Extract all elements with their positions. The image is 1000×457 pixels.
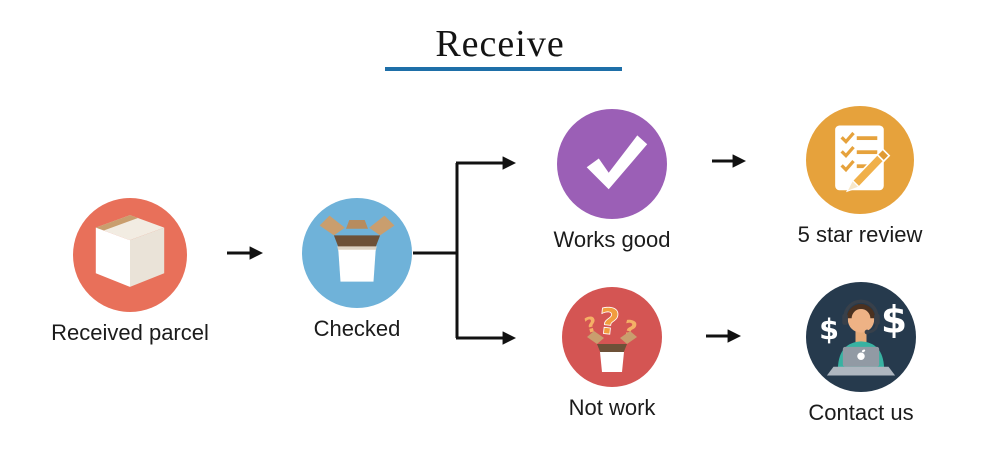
checkmark-icon <box>586 135 648 190</box>
svg-text:$: $ <box>881 298 907 342</box>
node-received-parcel: Received parcel <box>51 198 209 345</box>
page-title: Receive <box>435 23 565 65</box>
node-contact-us: $ $ Contact us <box>806 282 916 425</box>
node-not-work: ? ? ? Not work <box>562 287 662 420</box>
not-work-label: Not work <box>568 395 656 420</box>
title-underline <box>385 67 622 71</box>
node-works-good: Works good <box>554 109 670 252</box>
review-note-pencil-icon <box>835 125 891 193</box>
svg-text:?: ? <box>582 312 600 338</box>
support-agent-icon: $ $ <box>819 298 907 376</box>
contact-us-label: Contact us <box>808 400 914 425</box>
not-work-circle: ? ? ? <box>562 287 662 387</box>
svg-text:$: $ <box>819 312 839 346</box>
question-marks-box-icon: ? ? ? <box>582 301 639 372</box>
node-checked: Checked <box>302 198 412 341</box>
five-star-review-label: 5 star review <box>797 222 923 247</box>
node-five-star-review: 5 star review <box>798 106 922 247</box>
received-parcel-label: Received parcel <box>51 320 209 345</box>
contact-us-circle: $ $ <box>806 282 916 392</box>
five-star-review-circle <box>806 106 914 214</box>
open-box-icon <box>319 215 395 282</box>
works-good-label: Works good <box>553 227 671 252</box>
works-good-circle <box>557 109 667 219</box>
received-parcel-circle <box>73 198 187 312</box>
parcel-box-icon <box>95 215 165 287</box>
checked-circle <box>302 198 412 308</box>
checked-label: Checked <box>313 316 401 341</box>
